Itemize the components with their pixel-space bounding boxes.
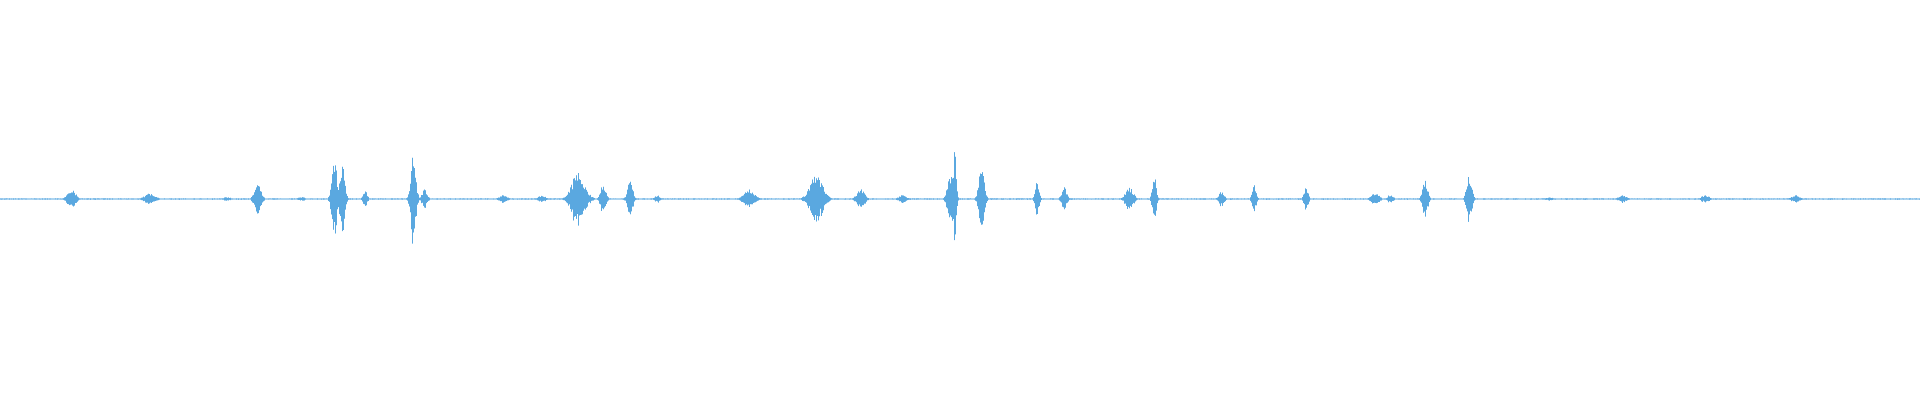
waveform-samples bbox=[0, 152, 1920, 244]
waveform-path bbox=[0, 152, 1920, 244]
